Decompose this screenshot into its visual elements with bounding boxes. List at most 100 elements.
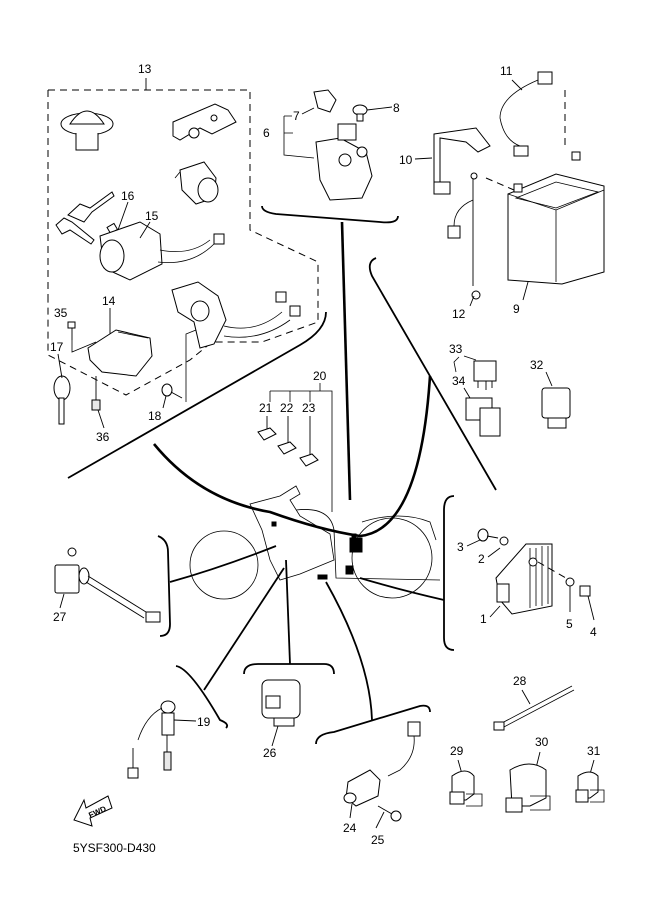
- leader-27: [59, 593, 65, 609]
- starter-relay-bracket: [261, 205, 399, 224]
- wire-starter-relay: [340, 221, 352, 501]
- callout-26: 26: [263, 746, 277, 760]
- ground-lead-12-part: [447, 172, 515, 300]
- group-battery: 11 10 12: [399, 64, 605, 321]
- leader-32: [545, 371, 553, 387]
- keys-part: [55, 191, 115, 245]
- leader-19: [173, 719, 197, 722]
- group-sensor-27: 27: [53, 535, 277, 637]
- group-fuses: 20 21 22 23: [257, 369, 333, 512]
- fuse-22-part: [277, 441, 297, 455]
- clamp-29-part: [449, 770, 483, 807]
- main-switch-15-part: [99, 221, 225, 281]
- leader-33: [453, 355, 477, 373]
- leader-3: [466, 539, 481, 547]
- callout-4: 4: [590, 625, 597, 639]
- group-relays: 33 34 32: [449, 342, 571, 437]
- lock-cylinder-part: [174, 161, 219, 205]
- leader-1: [489, 605, 501, 618]
- ecu-14-part: [87, 329, 153, 377]
- brake-switch-19-part: [127, 700, 176, 779]
- relay-33-part: [473, 360, 497, 390]
- nut-4-part: [579, 585, 591, 597]
- callout-18: 18: [148, 409, 162, 423]
- bolt-3-part: [477, 528, 499, 542]
- leader-6: [283, 115, 315, 159]
- seat-lock-part: [172, 103, 237, 141]
- leader-18: [162, 395, 167, 409]
- callout-9: 9: [513, 302, 520, 316]
- harness-connector-large: [349, 537, 363, 553]
- callout-19: 19: [197, 715, 211, 729]
- callout-6: 6: [263, 126, 270, 140]
- leader-12: [469, 295, 475, 307]
- callout-33: 33: [449, 342, 463, 356]
- clamp-30-part: [505, 763, 551, 813]
- leader-15: [139, 221, 151, 239]
- leader-4: [587, 595, 595, 621]
- callout-34: 34: [452, 374, 466, 388]
- bolt-18-part: [161, 383, 183, 399]
- callout-24: 24: [343, 821, 357, 835]
- callout-2: 2: [478, 552, 485, 566]
- wire-harness-main: [152, 375, 432, 538]
- leader-20: [269, 383, 333, 512]
- group-starter-relay: 6 7 8: [261, 89, 400, 501]
- leader-24: [349, 803, 353, 819]
- battery-9-part: [507, 151, 605, 285]
- callout-12: 12: [452, 307, 466, 321]
- sensor-bracket: [157, 535, 171, 637]
- washer-2-part: [499, 536, 509, 546]
- rectifier-bracket: [443, 495, 455, 651]
- callout-35: 35: [54, 306, 68, 320]
- callout-20: 20: [313, 369, 327, 383]
- motorcycle-silhouette: [152, 375, 441, 600]
- callout-17: 17: [50, 340, 64, 354]
- rectifier-1-part: [495, 543, 553, 615]
- sensor-27-part: [54, 547, 161, 623]
- neutral-switch-24-part: [343, 721, 421, 807]
- leader-18-link: [185, 329, 197, 402]
- leader-25: [375, 811, 385, 829]
- figure-code: 5YSF300-D430: [73, 841, 156, 855]
- callout-15: 15: [145, 209, 159, 223]
- callout-28: 28: [513, 674, 527, 688]
- fuse-21-part: [257, 427, 277, 441]
- group-13-bracket: [67, 311, 327, 479]
- group-clamps: 28 29 30 31: [449, 674, 605, 813]
- leader-rectifier-dash: [537, 561, 567, 579]
- callout-36: 36: [96, 430, 110, 444]
- leader-9: [522, 281, 529, 301]
- wire-battery-group: [368, 257, 497, 491]
- group-13-lock-set: 13 16: [47, 62, 327, 479]
- fwd-arrow-icon: FWD: [73, 795, 113, 827]
- wire-flasher: [285, 559, 291, 665]
- callout-5: 5: [566, 617, 573, 631]
- leader-7: [301, 107, 315, 115]
- callout-25: 25: [371, 833, 385, 847]
- wire-brake-switch: [203, 567, 285, 691]
- relay-32-part: [541, 387, 571, 429]
- wire-sensor: [169, 545, 277, 583]
- leader-2: [487, 547, 501, 558]
- leader-8: [366, 106, 393, 111]
- battery-lead-11-part: [499, 71, 553, 157]
- callout-21: 21: [259, 401, 273, 415]
- battery-band-10-part: [433, 127, 491, 195]
- screw-35-part: [67, 321, 76, 340]
- leader-36: [97, 409, 105, 429]
- key-17-part: [53, 375, 71, 425]
- callout-1: 1: [480, 612, 487, 626]
- leader-35: [71, 340, 97, 353]
- group-13-dashed-outline: [47, 89, 319, 396]
- screw-25-part: [377, 805, 402, 822]
- wire-rectifier: [359, 577, 445, 601]
- leader-10: [414, 157, 433, 160]
- callout-27: 27: [53, 610, 67, 624]
- bolt-8-part: [352, 104, 368, 122]
- flasher-relay-26-part: [261, 679, 301, 727]
- flasher-bracket: [243, 663, 335, 675]
- leader-34: [463, 387, 471, 399]
- fuse-7-part: [313, 89, 337, 113]
- relay-34-part: [465, 397, 501, 437]
